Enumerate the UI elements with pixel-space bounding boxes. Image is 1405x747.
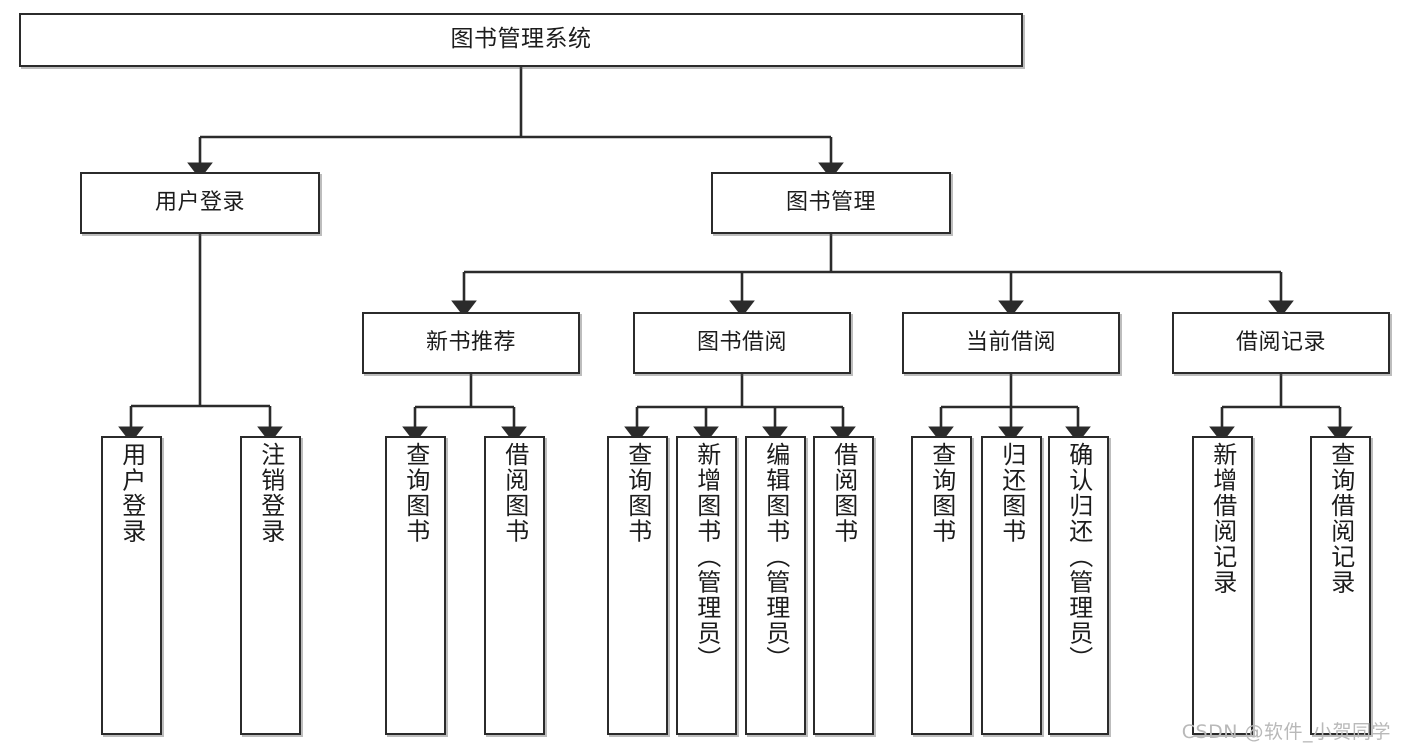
node-label: 借阅记录 bbox=[1235, 330, 1326, 356]
node-leaf-query-book-1[interactable]: 查询图书 bbox=[385, 436, 446, 735]
node-leaf-query-book-3[interactable]: 查询图书 bbox=[911, 436, 972, 735]
node-label: 确认归还（管理员） bbox=[1064, 442, 1093, 672]
node-book-management[interactable]: 图书管理 bbox=[711, 172, 951, 234]
node-leaf-user-login[interactable]: 用户登录 bbox=[101, 436, 162, 735]
node-new-book-recommend[interactable]: 新书推荐 bbox=[362, 312, 580, 374]
node-label: 用户登录 bbox=[154, 190, 245, 216]
node-label: 图书管理系统 bbox=[450, 26, 592, 53]
csdn-watermark: CSDN @软件_小贺同学 bbox=[1181, 721, 1391, 743]
node-label: 当前借阅 bbox=[965, 330, 1056, 356]
node-label: 查询图书 bbox=[623, 442, 652, 544]
node-label: 新增借阅记录 bbox=[1208, 442, 1237, 595]
node-leaf-add-record[interactable]: 新增借阅记录 bbox=[1192, 436, 1253, 735]
node-label: 用户登录 bbox=[117, 442, 146, 544]
node-borrow-record[interactable]: 借阅记录 bbox=[1172, 312, 1390, 374]
node-label: 查询图书 bbox=[401, 442, 430, 544]
node-label: 借阅图书 bbox=[500, 442, 529, 544]
node-current-borrow[interactable]: 当前借阅 bbox=[902, 312, 1120, 374]
node-leaf-confirm-return[interactable]: 确认归还（管理员） bbox=[1048, 436, 1109, 735]
node-leaf-borrow-book-1[interactable]: 借阅图书 bbox=[484, 436, 545, 735]
node-label: 图书借阅 bbox=[696, 330, 787, 356]
node-leaf-add-book[interactable]: 新增图书（管理员） bbox=[676, 436, 737, 735]
node-label: 新增图书（管理员） bbox=[692, 442, 721, 672]
node-label: 编辑图书（管理员） bbox=[761, 442, 790, 672]
node-user-login[interactable]: 用户登录 bbox=[80, 172, 320, 234]
node-leaf-query-book-2[interactable]: 查询图书 bbox=[607, 436, 668, 735]
node-leaf-edit-book[interactable]: 编辑图书（管理员） bbox=[745, 436, 806, 735]
node-label: 新书推荐 bbox=[425, 330, 516, 356]
node-root-system[interactable]: 图书管理系统 bbox=[19, 13, 1023, 67]
node-leaf-query-record[interactable]: 查询借阅记录 bbox=[1310, 436, 1371, 735]
node-label: 查询借阅记录 bbox=[1326, 442, 1355, 595]
node-label: 借阅图书 bbox=[829, 442, 858, 544]
node-leaf-borrow-book-2[interactable]: 借阅图书 bbox=[813, 436, 874, 735]
node-leaf-logout-login[interactable]: 注销登录 bbox=[240, 436, 301, 735]
node-label: 查询图书 bbox=[927, 442, 956, 544]
node-label: 图书管理 bbox=[785, 190, 876, 216]
node-label: 归还图书 bbox=[997, 442, 1026, 544]
node-label: 注销登录 bbox=[256, 442, 285, 544]
node-leaf-return-book[interactable]: 归还图书 bbox=[981, 436, 1042, 735]
node-book-borrow[interactable]: 图书借阅 bbox=[633, 312, 851, 374]
